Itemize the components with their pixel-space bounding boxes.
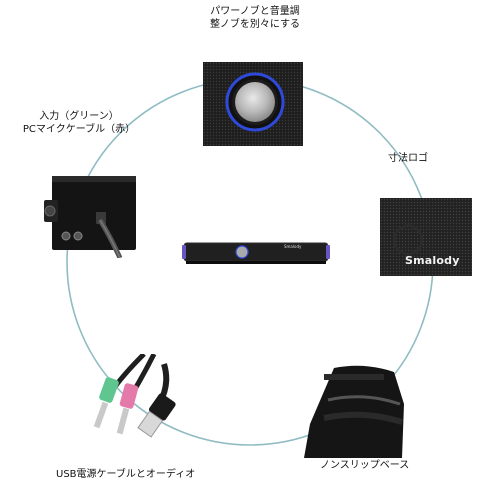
soundbar-brand-text: Smalody — [284, 244, 302, 249]
label-size-logo: 寸法ロゴ — [388, 153, 428, 164]
label-nonslip-base: ノンスリップベース — [320, 460, 410, 471]
soundbar-image — [182, 242, 330, 264]
input-jack-closeup-image — [44, 176, 136, 258]
brand-logo-text: Smalody — [405, 254, 460, 267]
logo-closeup-image — [380, 198, 472, 276]
nonslip-base-image — [304, 365, 404, 458]
knob-closeup-image — [203, 62, 303, 146]
cables-image — [93, 354, 176, 438]
knob-icon — [235, 82, 275, 122]
label-input-cables: 入力（グリーン） PCマイクケーブル（赤） — [22, 111, 136, 135]
usb-plug-icon — [137, 393, 176, 438]
label-power-knob: パワーノブと音量調 整ノブを別々にする — [209, 6, 301, 30]
label-usb-audio: USB電源ケーブルとオーディオ — [56, 469, 196, 480]
